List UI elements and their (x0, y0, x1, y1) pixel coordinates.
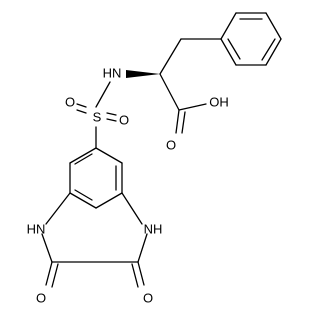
atom-label-sulfur: S (93, 110, 102, 125)
bond (181, 111, 186, 134)
atom-label-o-ring-2: O (36, 291, 46, 306)
atom-label-nh-ring-1: HN (27, 222, 46, 237)
bond (265, 12, 282, 40)
bond-double-inner (261, 38, 276, 61)
bond (121, 192, 143, 225)
atom-label-nh-ring-4: NH (144, 222, 163, 237)
bond (220, 38, 237, 66)
phenyl-ring (220, 12, 282, 66)
bond (95, 192, 123, 209)
atom-label-nh-amide: HN (103, 66, 122, 81)
bond (159, 73, 180, 111)
bond (137, 233, 148, 263)
bond (76, 109, 87, 114)
bond (159, 38, 182, 75)
bond (69, 192, 97, 209)
atom-label-o-ring-3: O (143, 291, 153, 306)
bond (95, 81, 111, 108)
bond-double-inner (74, 153, 93, 165)
benzo-ring (69, 147, 123, 209)
bond (106, 118, 117, 122)
bond (95, 147, 123, 164)
wedge-bond (126, 70, 160, 78)
atom-label-o-carbonyl: O (166, 138, 176, 153)
bond (131, 263, 139, 288)
bond (175, 109, 180, 134)
bond (220, 12, 237, 40)
bond (45, 261, 53, 286)
dione-ring (41, 192, 148, 263)
chemical-structure: HN OH O S O O HN NH O O (27, 12, 282, 306)
bond (41, 233, 53, 263)
atom-label-o-sulfonyl-right: O (119, 113, 129, 128)
bond (106, 112, 117, 116)
bond (137, 261, 145, 286)
bond (51, 263, 59, 288)
bond (76, 103, 87, 108)
bond (69, 147, 97, 164)
bond-double-inner (227, 38, 241, 60)
bond (178, 103, 207, 111)
atom-label-oh: OH (209, 95, 229, 110)
bond-double-inner (74, 189, 93, 201)
bond (265, 38, 282, 66)
bond (45, 192, 71, 225)
atom-label-o-sulfonyl-left: O (65, 95, 75, 110)
